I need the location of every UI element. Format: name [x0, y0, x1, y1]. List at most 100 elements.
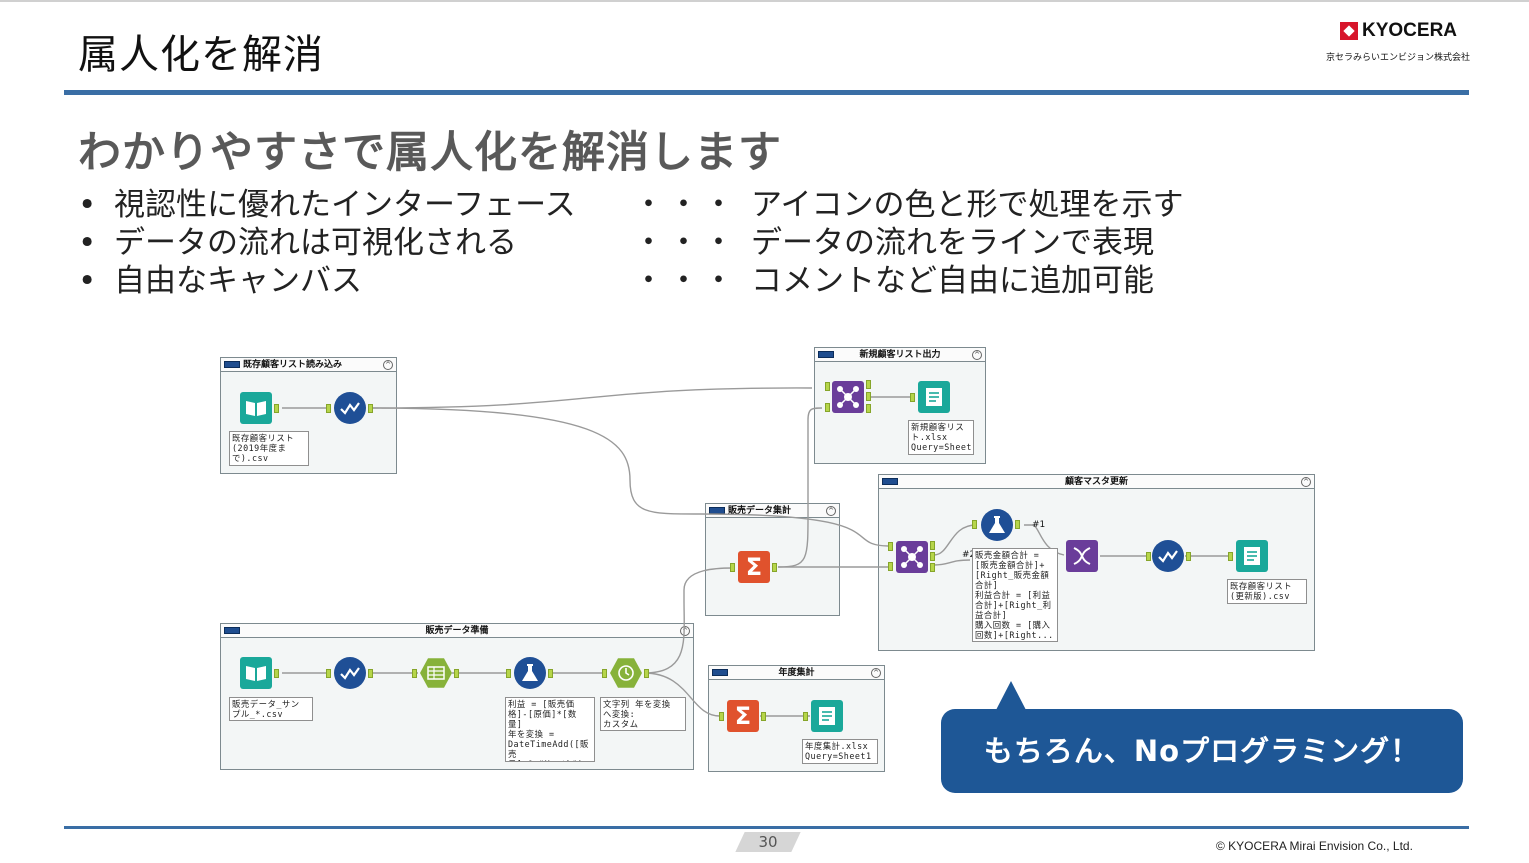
input-anchor-l[interactable] [888, 542, 893, 551]
collapse-icon[interactable]: ^ [972, 350, 982, 360]
output-tool[interactable] [918, 381, 950, 413]
input-anchor[interactable] [412, 669, 417, 678]
collapse-icon[interactable]: ^ [1301, 477, 1311, 487]
select-tool[interactable] [334, 657, 366, 689]
checkmark-icon [334, 392, 366, 424]
output-anchor-r[interactable] [866, 404, 871, 413]
dna-icon [1066, 540, 1098, 572]
collapse-icon[interactable]: ^ [826, 506, 836, 516]
output-anchor-j[interactable] [866, 392, 871, 401]
output-anchor[interactable] [368, 404, 373, 413]
collapse-icon[interactable]: ^ [383, 360, 393, 370]
summarize-tool[interactable]: Σ [727, 700, 759, 732]
select-records-tool[interactable] [420, 657, 452, 689]
output-anchor[interactable] [1015, 520, 1020, 529]
container-title: 年度集計 [778, 668, 815, 678]
formula-tool[interactable] [514, 657, 546, 689]
input-anchor[interactable] [730, 563, 735, 572]
input-anchor[interactable] [1228, 552, 1233, 561]
container-title: 顧客マスタ更新 [1064, 477, 1128, 487]
tool-annotation: 利益 = [販売価 格]-[原価]*[数 量] 年を変換 = DateTimeA… [505, 697, 595, 762]
bullet-text: 視認性に優れたインターフェース [114, 187, 576, 223]
bullet-separator: ・・・ [633, 187, 738, 223]
company-logo: KYOCERA 京セラみらいエンビジョン株式会社 [1320, 20, 1470, 63]
output-anchor[interactable] [772, 563, 777, 572]
output-anchor[interactable] [548, 669, 553, 678]
flask-icon [514, 657, 546, 689]
union-tool[interactable] [1066, 540, 1098, 572]
select-tool[interactable] [1152, 540, 1184, 572]
input-anchor-l[interactable] [825, 382, 830, 391]
join-tool[interactable] [832, 381, 864, 413]
input-anchor[interactable] [1146, 552, 1151, 561]
container-icon [818, 351, 834, 358]
input-anchor[interactable] [803, 712, 808, 721]
container-header: 販売データ準備 ^ [221, 624, 693, 638]
output-anchor[interactable] [454, 669, 459, 678]
output-anchor-j[interactable] [930, 552, 935, 561]
output-tool[interactable] [811, 700, 843, 732]
output-anchor[interactable] [274, 669, 279, 678]
output-tool[interactable] [1236, 540, 1268, 572]
connector [933, 559, 971, 566]
container-header: 顧客マスタ更新 ^ [879, 475, 1314, 489]
input-anchor[interactable] [910, 393, 915, 402]
clock-icon [610, 658, 642, 688]
connector [643, 672, 721, 717]
footer-rule [64, 826, 1469, 829]
output-anchor[interactable] [368, 669, 373, 678]
output-anchor[interactable] [761, 712, 766, 721]
datetime-tool[interactable] [610, 657, 642, 689]
document-icon [918, 381, 950, 413]
input-anchor[interactable] [972, 520, 977, 529]
select-tool[interactable] [334, 392, 366, 424]
connector [777, 407, 823, 568]
top-border [0, 0, 1529, 2]
output-anchor-l[interactable] [866, 380, 871, 389]
output-anchor[interactable] [274, 404, 279, 413]
connector [643, 567, 734, 674]
join-icon [832, 381, 864, 413]
summarize-tool[interactable]: Σ [738, 551, 770, 583]
input-anchor[interactable] [719, 712, 724, 721]
tool-annotation: 販売データ_サン プル_*.csv [229, 697, 313, 721]
container-sales-agg[interactable]: 販売データ集計 ^ [705, 503, 840, 616]
book-icon [240, 657, 272, 689]
output-anchor-r[interactable] [930, 563, 935, 572]
input-anchor[interactable] [326, 669, 331, 678]
bullet-text: データの流れは可視化される [114, 225, 517, 261]
output-anchor[interactable] [644, 669, 649, 678]
container-icon [712, 669, 728, 676]
container-icon [882, 478, 898, 485]
input-anchor-r[interactable] [888, 562, 893, 571]
output-anchor-l[interactable] [930, 541, 935, 550]
output-anchor[interactable] [1186, 552, 1191, 561]
collapse-icon[interactable]: ^ [680, 626, 690, 636]
output-label: #1 [1032, 520, 1046, 530]
container-icon [224, 627, 240, 634]
headline: わかりやすさで属人化を解消します [78, 128, 782, 178]
container-sales-prep[interactable]: 販売データ準備 ^ [220, 623, 694, 770]
join-tool[interactable] [896, 541, 928, 573]
tool-annotation: 年度集計.xlsx Query=Sheet1 [802, 739, 878, 764]
output-label: #2 [962, 550, 976, 560]
formula-tool[interactable] [981, 509, 1013, 541]
input-anchor-r[interactable] [825, 403, 830, 412]
input-anchor[interactable] [602, 669, 607, 678]
document-icon [1236, 540, 1268, 572]
container-icon [224, 361, 240, 368]
tool-annotation: 新規顧客リス ト.xlsx Query=Sheet1 [908, 420, 974, 455]
container-header: 既存顧客リスト読み込み ^ [221, 358, 396, 372]
input-tool[interactable] [240, 392, 272, 424]
container-header: 年度集計 ^ [709, 666, 884, 680]
input-anchor[interactable] [506, 669, 511, 678]
checkmark-icon [334, 657, 366, 689]
input-tool[interactable] [240, 657, 272, 689]
input-anchor[interactable] [326, 404, 331, 413]
container-title: 新規顧客リスト出力 [859, 350, 941, 360]
kyocera-logo-icon [1340, 22, 1358, 40]
container-title: 販売データ集計 [728, 506, 792, 516]
collapse-icon[interactable]: ^ [871, 668, 881, 678]
logo-mark: KYOCERA [1340, 20, 1470, 42]
